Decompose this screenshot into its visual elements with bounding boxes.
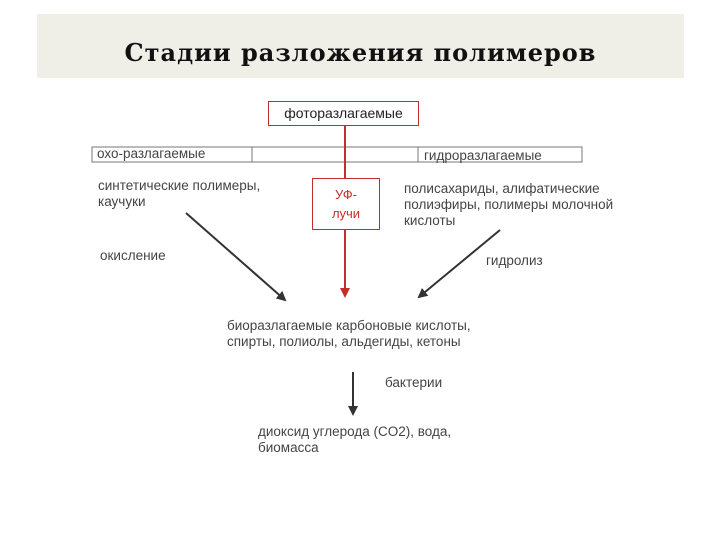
synthetic-line2: каучуки bbox=[98, 194, 146, 209]
polysaccharides-text: полисахариды, алифатические полиэфиры, п… bbox=[404, 181, 613, 229]
bio-line2: спирты, полиолы, альдегиды, кетоны bbox=[227, 334, 461, 349]
oxo-degradable-label: охо-разлагаемые bbox=[97, 146, 206, 161]
category-bar bbox=[91, 146, 583, 163]
hydrolysis-label: гидролиз bbox=[486, 253, 543, 268]
polysaccharides-line1: полисахариды, алифатические bbox=[404, 181, 600, 196]
hydro-degradable-label: гидроразлагаемые bbox=[424, 148, 542, 163]
page-title: Стадии разложения полимеров bbox=[124, 38, 597, 67]
oxidation-arrow bbox=[185, 212, 287, 302]
synthetic-polymers-text: синтетические полимеры, каучуки bbox=[98, 178, 260, 210]
polysaccharides-line3: кислоты bbox=[404, 213, 456, 228]
uv-label-line1: УФ- bbox=[334, 187, 358, 202]
uv-box: УФ- лучи bbox=[312, 178, 380, 230]
uv-label-line2: лучи bbox=[331, 206, 361, 221]
hydrolysis-arrow bbox=[417, 229, 501, 299]
biodegradable-products-text: биоразлагаемые карбоновые кислоты, спирт… bbox=[227, 318, 471, 350]
final-line2: биомасса bbox=[258, 440, 319, 455]
oxidation-label: окисление bbox=[100, 248, 166, 263]
final-line1: диоксид углерода (CO2), вода, bbox=[258, 424, 452, 439]
bacteria-label: бактерии bbox=[385, 375, 443, 390]
polysaccharides-line2: полиэфиры, полимеры молочной bbox=[404, 197, 614, 212]
bio-line1: биоразлагаемые карбоновые кислоты, bbox=[227, 318, 471, 333]
synthetic-line1: синтетические полимеры, bbox=[98, 178, 261, 193]
photo-degradable-box: фоторазлагаемые bbox=[268, 101, 419, 126]
title-bar: Стадии разложения полимеров bbox=[37, 14, 684, 78]
final-products-text: диоксид углерода (CO2), вода, биомасса bbox=[258, 424, 451, 456]
